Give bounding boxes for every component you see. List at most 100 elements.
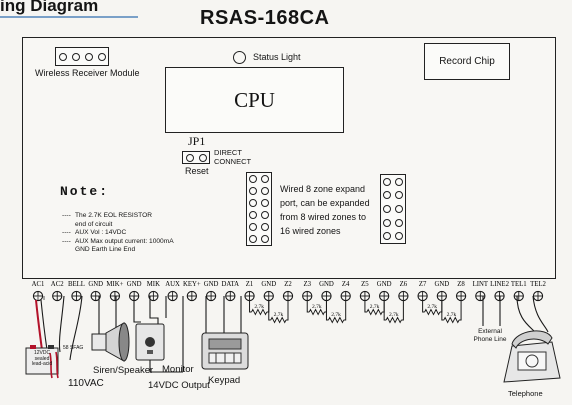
- pin-hole: [198, 153, 207, 162]
- resistor-label: 2.7k: [274, 312, 284, 318]
- terminal-gnd: GND: [319, 281, 334, 302]
- terminal-z6: Z6: [398, 281, 409, 302]
- pin-hole: [185, 153, 194, 162]
- resistor-label: 2.7k: [389, 312, 399, 318]
- terminal-mik: MIK: [147, 281, 160, 302]
- output-label: 14VDC Output: [148, 380, 210, 391]
- keypad-label: Keypad: [208, 375, 241, 386]
- status-light-label: Status Light: [253, 52, 301, 62]
- monitor-device: [135, 323, 165, 361]
- eol-resistor: 2.7k: [441, 300, 462, 324]
- terminal-gnd: GND: [88, 281, 103, 302]
- note-title: Note:: [60, 184, 110, 199]
- expansion-connector-right: [380, 174, 406, 244]
- pin-hole: [71, 52, 80, 61]
- cpu-label: CPU: [234, 87, 275, 112]
- eol-resistor: 2.7k: [364, 300, 385, 316]
- status-light-icon: [233, 51, 246, 64]
- pin-hole: [97, 52, 106, 61]
- phone-line-label: External Phone Line: [473, 328, 507, 343]
- terminal-gnd: GND: [377, 281, 392, 302]
- resistor-label: 2.7k: [312, 304, 322, 310]
- pin-hole: [84, 52, 93, 61]
- terminal-z4: Z4: [340, 281, 351, 302]
- eol-resistor: 2.7k: [249, 300, 270, 316]
- terminal-gnd: GND: [434, 281, 449, 302]
- terminal-label: KEY+: [183, 281, 201, 288]
- battery-terminal-label: 58 SFAG: [63, 345, 84, 351]
- direct-connect-label: DIRECT CONNECT: [214, 148, 252, 166]
- terminal-label: GND: [377, 281, 392, 288]
- cpu-chip: CPU: [165, 67, 344, 133]
- pin-hole: [58, 52, 67, 61]
- terminal-data: DATA: [222, 281, 240, 302]
- terminal-label: Z1: [246, 281, 254, 288]
- terminal-label: Z6: [400, 281, 408, 288]
- terminal-label: AUX: [165, 281, 180, 288]
- terminal-label: BELL: [68, 281, 85, 288]
- reset-label: Reset: [185, 166, 209, 176]
- terminal-label: Z5: [361, 281, 369, 288]
- terminal-label: GND: [261, 281, 276, 288]
- terminal-z8: Z8: [455, 281, 467, 302]
- terminal-label: GND: [88, 281, 103, 288]
- terminal-label: Z7: [419, 281, 427, 288]
- resistor-label: 2.7k: [370, 304, 380, 310]
- ac-adapter-icon: [49, 351, 59, 379]
- battery-device: [25, 345, 59, 375]
- wireless-receiver-label: Wireless Receiver Module: [35, 68, 140, 78]
- terminal-z2: Z2: [282, 281, 294, 302]
- terminal-label: MIK: [147, 281, 160, 288]
- resistor-label: 2.7k: [427, 304, 437, 310]
- terminal-label: GND: [127, 281, 142, 288]
- terminal-label: DATA: [222, 281, 240, 288]
- eol-resistors: 2.7k 2.7k 2.7k 2.7k 2.7k 2.7k 2.7k 2.7k: [249, 300, 462, 324]
- terminal-gnd: GND: [261, 281, 276, 302]
- expansion-connector-left: [246, 172, 272, 246]
- resistor-label: 2.7k: [447, 312, 457, 318]
- terminal-label: Z8: [457, 281, 465, 288]
- terminal-label: GND: [204, 281, 219, 288]
- terminal-label: Z4: [342, 281, 350, 288]
- terminal-label: AC2: [51, 281, 64, 288]
- expansion-description: Wired 8 zone expand port, can be expande…: [280, 184, 370, 236]
- model-title: RSAS-168CA: [200, 7, 330, 29]
- terminal-label: AC1: [32, 281, 45, 288]
- eol-resistor: 2.7k: [268, 300, 289, 324]
- record-chip: Record Chip: [424, 43, 510, 80]
- terminal-z3: Z3: [302, 281, 313, 302]
- terminal-ac2: AC2: [51, 281, 64, 302]
- terminal-label: TEL2: [530, 281, 546, 288]
- section-title: ing Diagram: [0, 0, 99, 15]
- terminal-label: Z2: [284, 281, 292, 288]
- terminal-label: LINT: [473, 281, 489, 288]
- record-chip-label: Record Chip: [439, 56, 495, 67]
- battery-label: 12VDC sealed lead-acid: [31, 350, 53, 367]
- terminal-label: GND: [319, 281, 334, 288]
- note-item: ---- AUX Vol : 14VDC: [62, 229, 127, 236]
- terminal-bell: BELL: [68, 281, 85, 302]
- eol-resistor: 2.7k: [422, 300, 443, 316]
- siren-label: Siren/Speaker: [93, 365, 154, 376]
- terminal-label: LINE2: [490, 281, 509, 288]
- title-underline: [0, 16, 138, 18]
- telephone-label: Telephone: [508, 389, 543, 398]
- terminal-tel1: TEL1: [511, 281, 527, 302]
- jp1-jumper: [182, 151, 210, 164]
- terminal-aux: AUX: [165, 281, 180, 302]
- terminal-z7: Z7: [417, 281, 428, 302]
- terminal-label: TEL1: [511, 281, 527, 288]
- terminal-tel2: TEL2: [530, 281, 547, 302]
- eol-resistor: 2.7k: [383, 300, 404, 324]
- telephone-device: [503, 330, 561, 383]
- eol-resistor: 2.7k: [306, 300, 327, 316]
- terminal-label: MIK+: [106, 281, 123, 288]
- resistor-label: 2.7k: [331, 312, 341, 318]
- terminal-key+: KEY+: [183, 281, 201, 302]
- siren-device: [91, 322, 130, 362]
